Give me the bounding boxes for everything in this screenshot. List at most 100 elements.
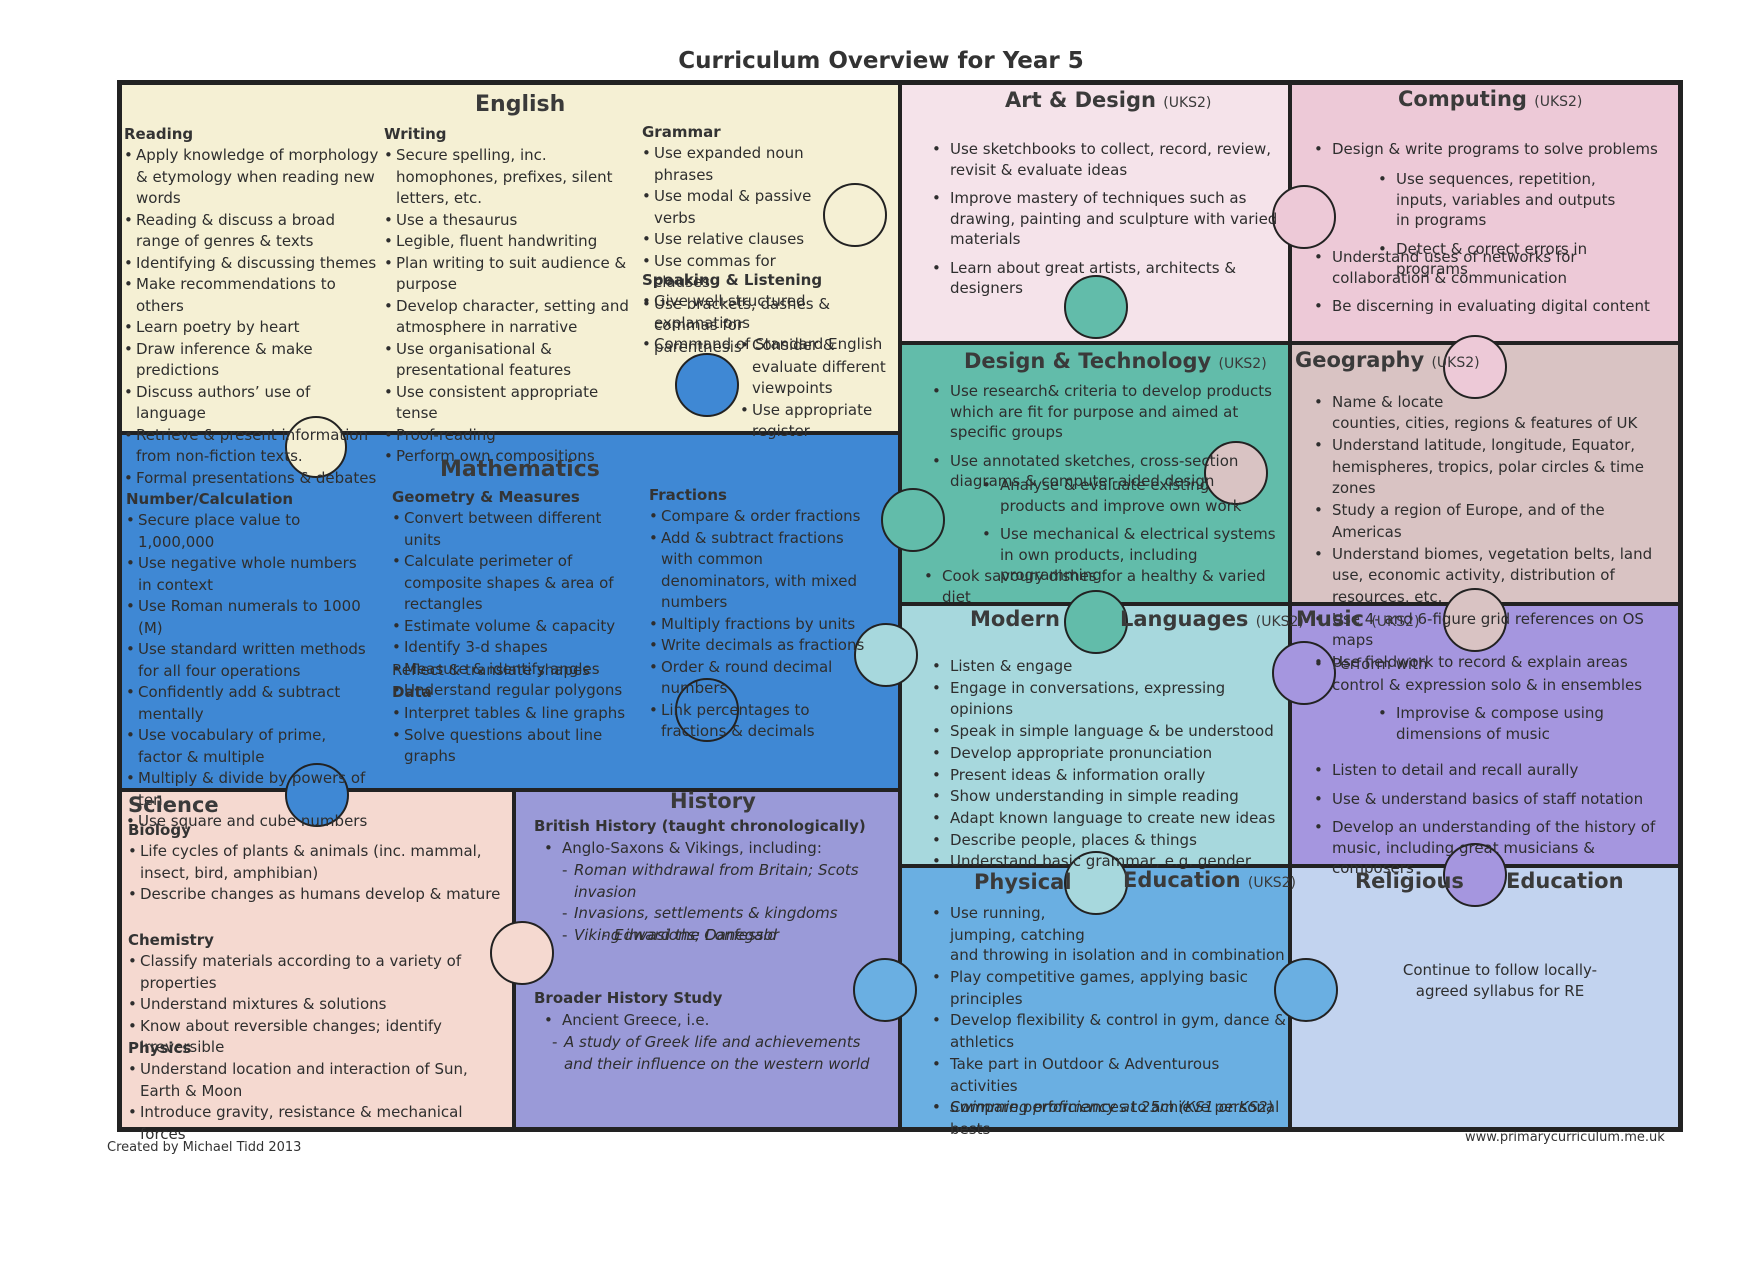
list-item: Show understanding in simple reading <box>928 786 1288 808</box>
art-list: Use sketchbooks to collect, record, revi… <box>928 139 1278 307</box>
list-item: Interpret tables & line graphs <box>392 703 642 725</box>
list-item: Formal presentations & debates <box>124 468 379 490</box>
writing-list: Secure spelling, inc. homophones, prefix… <box>384 145 639 468</box>
puzzle-knob <box>823 183 887 247</box>
list-item: Roman withdrawal from Britain; Scots inv… <box>562 860 902 903</box>
number-heading: Number/Calculation <box>126 490 294 508</box>
list-item: Use vocabulary of prime, factor & multip… <box>126 725 371 768</box>
list-item: Edward the Confessor <box>602 925 892 947</box>
grammar-heading: Grammar <box>642 123 721 141</box>
list-item: Secure spelling, inc. homophones, prefix… <box>384 145 639 210</box>
list-item: Draw inference & make predictions <box>124 339 379 382</box>
pe-level: (UKS2) <box>1247 875 1297 891</box>
list-item: Make recommendations to others <box>124 274 379 317</box>
physics-heading: Physics <box>128 1039 192 1057</box>
british-history-heading: British History (taught chronologically) <box>534 817 866 835</box>
pe-title-right: Education (UKS2) <box>1123 868 1296 892</box>
languages-level: (UKS2) <box>1255 614 1304 630</box>
list-item: Add & subtract fractions with common den… <box>649 528 874 614</box>
fractions-heading: Fractions <box>649 486 727 504</box>
list-item: Play competitive games, applying basic p… <box>928 967 1286 1010</box>
british-history-last: Edward the Confessor <box>602 925 892 947</box>
broader-history-sublist: A study of Greek life and achievements a… <box>552 1032 872 1075</box>
list-item: Proof-reading <box>384 425 639 447</box>
list-item: Use research& criteria to develop produc… <box>928 381 1283 443</box>
list-item: Measure & identify angles <box>392 659 642 681</box>
list-item: Analyse & evaluate existing products and… <box>978 475 1278 516</box>
list-item: Present ideas & information orally <box>928 765 1288 787</box>
list-item: Use square and cube numbers <box>126 811 371 833</box>
list-item: Develop appropriate pronunciation <box>928 743 1288 765</box>
re-text: Continue to follow locally-agreed syllab… <box>1402 961 1598 1000</box>
data-list: Interpret tables & line graphs Solve que… <box>392 703 642 768</box>
languages-title-right: Languages (UKS2) <box>1120 607 1304 631</box>
re-title-right: Education <box>1506 869 1624 893</box>
list-item: Identifying & discussing themes <box>124 253 379 275</box>
list-item: Life cycles of plants & animals (inc. ma… <box>128 841 508 884</box>
list-item: Invasions, settlements & kingdoms <box>562 903 902 925</box>
footer-website: www.primarycurriculum.me.uk <box>1465 1130 1665 1145</box>
list-item: Listen & engage <box>928 656 1288 678</box>
list-item: Use & understand basics of staff notatio… <box>1310 789 1670 810</box>
list-item: Name & locate <box>1310 392 1678 414</box>
list-item: Plan writing to suit audience & purpose <box>384 253 639 296</box>
list-item: Use organisational & presentational feat… <box>384 339 639 382</box>
puzzle-board: English Reading Apply knowledge of morph… <box>117 80 1683 1143</box>
computing-level: (UKS2) <box>1534 94 1583 110</box>
list-item: Develop flexibility & control in gym, da… <box>928 1010 1286 1053</box>
list-item: Calculate perimeter of composite shapes … <box>392 551 642 616</box>
list-item: Adapt known language to create new ideas <box>928 808 1288 830</box>
writing-heading: Writing <box>384 125 447 143</box>
geometry-list: Convert between different units Calculat… <box>392 508 642 702</box>
computing-title: Computing (UKS2) <box>1398 87 1582 111</box>
chemistry-heading: Chemistry <box>128 931 214 949</box>
chemistry-list: Classify materials according to a variet… <box>128 951 508 1059</box>
list-item: Study a region of Europe, and of the Ame… <box>1310 500 1678 543</box>
music-list-b: Listen to detail and recall aurally Use … <box>1310 760 1670 887</box>
list-item: Compare & order fractions <box>649 506 874 528</box>
languages-title-text: Languages <box>1120 607 1249 631</box>
list-item: Know about reversible changes; identify … <box>128 1016 508 1059</box>
list-item: Describe changes as humans develop & mat… <box>128 884 508 906</box>
maths-title: Mathematics <box>440 457 600 482</box>
computing-title-text: Computing <box>1398 87 1527 111</box>
list-item: Apply knowledge of morphology & etymolog… <box>124 145 379 210</box>
list-item: Use a thesaurus <box>384 210 639 232</box>
puzzle-knob <box>1272 185 1336 249</box>
list-item: Use expanded noun phrases <box>642 143 832 186</box>
art-title: Art & Design (UKS2) <box>1005 88 1211 112</box>
computing-list-a: Design & write programs to solve problem… <box>1310 139 1670 168</box>
list-item: A study of Greek life and achievements a… <box>552 1032 872 1075</box>
geography-list-b: Understand latitude, longitude, Equator,… <box>1310 435 1678 674</box>
reading-heading: Reading <box>124 125 194 143</box>
list-item: Listen to detail and recall aurally <box>1310 760 1670 781</box>
dt-level: (UKS2) <box>1218 356 1267 372</box>
list-item: Identify 3-d shapes <box>392 637 642 659</box>
music-title-text: Music <box>1296 607 1364 631</box>
list-item: Consider & evaluate different viewpoints <box>740 335 890 400</box>
re-title-left: Religious <box>1355 869 1464 893</box>
list-item: Understand mixtures & solutions <box>128 994 508 1016</box>
list-item: Perform with <box>1310 654 1670 676</box>
page-title: Curriculum Overview for Year 5 <box>678 48 1084 74</box>
list-item: Perform own compositions <box>384 446 639 468</box>
geography-title-text: Geography <box>1295 348 1425 372</box>
music-first-cont: control & expression solo & in ensembles <box>1332 676 1643 694</box>
list-item: Develop an understanding of the history … <box>1310 817 1670 879</box>
geography-title: Geography (UKS2) <box>1295 348 1480 372</box>
list-item: Develop character, setting and atmospher… <box>384 296 639 339</box>
list-item: Understand latitude, longitude, Equator,… <box>1310 435 1678 500</box>
british-history-list: Anglo-Saxons & Vikings, including: <box>540 838 900 860</box>
list-item: Use standard written methods for all fou… <box>126 639 371 682</box>
list-item: Confidently add & subtract mentally <box>126 682 371 725</box>
list-item: Use sequences, repetition, inputs, varia… <box>1374 169 1624 231</box>
list-item: Estimate volume & capacity <box>392 616 642 638</box>
list-item: Swimming proficiency at 25m (KS1 or KS2) <box>928 1097 1286 1119</box>
list-item: Use sketchbooks to collect, record, revi… <box>928 139 1278 180</box>
biology-heading: Biology <box>128 821 191 839</box>
list-item: Use 4- and 6-figure grid references on O… <box>1310 609 1678 652</box>
pe-first-cont: and throwing in isolation and in combina… <box>950 946 1285 964</box>
list-item: Speak in simple language & be understood <box>928 721 1288 743</box>
biology-list: Life cycles of plants & animals (inc. ma… <box>128 841 508 906</box>
list-item: Learn about great artists, architects & … <box>928 258 1278 299</box>
